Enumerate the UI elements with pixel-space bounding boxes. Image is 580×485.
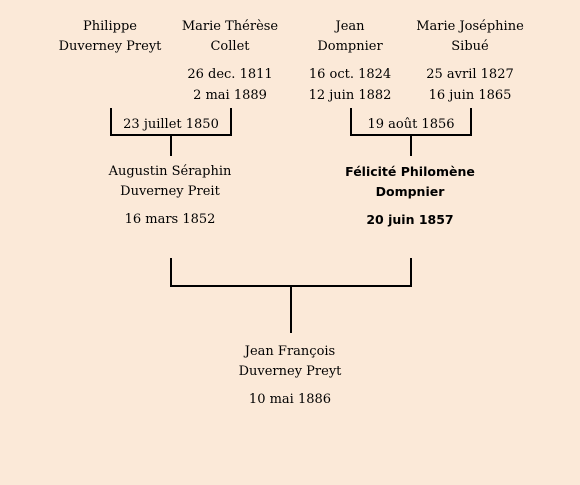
parents-bracket-left	[170, 258, 172, 287]
maternal-grandfather-birth: 16 oct. 1824	[308, 67, 392, 82]
subject-surname: Duverney Preyt	[238, 364, 342, 379]
maternal-grandmother-first-name: Marie Joséphine	[416, 19, 524, 34]
paternal-bracket-bottom	[110, 134, 232, 136]
maternal-grandfather-death: 12 juin 1882	[308, 88, 392, 103]
maternal-bracket-right	[470, 108, 472, 136]
maternal-grandmother-dates: 25 avril 1827 16 juin 1865	[390, 64, 550, 106]
mother-birth: 20 juin 1857	[366, 212, 454, 227]
paternal-grandfather-surname: Duverney Preyt	[58, 39, 162, 54]
subject-name: Jean François Duverney Preyt	[200, 342, 380, 382]
paternal-bracket-left	[110, 108, 112, 136]
father-birth: 16 mars 1852	[124, 212, 216, 227]
maternal-grandfather-dates: 16 oct. 1824 12 juin 1882	[280, 64, 420, 106]
maternal-bracket-stem	[410, 136, 412, 156]
mother-name: Félicité Philomène Dompnier	[320, 162, 500, 202]
maternal-grandfather-first-name: Jean	[335, 19, 365, 34]
subject-birth: 10 mai 1886	[248, 392, 332, 407]
paternal-marriage-date: 23 juillet 1850	[123, 117, 219, 132]
subject-first-names: Jean François	[244, 344, 336, 359]
father-name: Augustin Séraphin Duverney Preit	[90, 162, 250, 202]
parents-bracket-bottom	[170, 285, 412, 287]
maternal-grandmother-name: Marie Joséphine Sibué	[390, 17, 550, 57]
maternal-marriage-date: 19 août 1856	[367, 117, 455, 132]
paternal-grandmother-death: 2 mai 1889	[193, 88, 267, 103]
maternal-bracket-bottom	[350, 134, 472, 136]
parents-bracket-stem	[290, 287, 292, 333]
maternal-grandfather-surname: Dompnier	[317, 39, 383, 54]
paternal-grandmother-name: Marie Thérèse Collet	[160, 17, 300, 57]
paternal-grandfather-name: Philippe Duverney Preyt	[40, 17, 180, 57]
paternal-grandfather-first-name: Philippe	[83, 19, 137, 34]
father-first-names: Augustin Séraphin	[108, 164, 232, 179]
paternal-grandmother-surname: Collet	[210, 39, 250, 54]
parents-bracket-right	[410, 258, 412, 287]
mother-first-names: Félicité Philomène	[345, 164, 475, 179]
paternal-bracket-right	[230, 108, 232, 136]
father-surname: Duverney Preit	[120, 184, 220, 199]
maternal-grandmother-death: 16 juin 1865	[428, 88, 512, 103]
paternal-grandmother-first-name: Marie Thérèse	[181, 19, 279, 34]
paternal-bracket-stem	[170, 136, 172, 156]
maternal-bracket-left	[350, 108, 352, 136]
maternal-grandfather-name: Jean Dompnier	[280, 17, 420, 57]
maternal-grandmother-birth: 25 avril 1827	[426, 67, 514, 82]
paternal-grandmother-birth: 26 dec. 1811	[187, 67, 273, 82]
paternal-grandmother-dates: 26 dec. 1811 2 mai 1889	[160, 64, 300, 106]
maternal-grandmother-surname: Sibué	[451, 39, 489, 54]
mother-surname: Dompnier	[375, 184, 445, 199]
